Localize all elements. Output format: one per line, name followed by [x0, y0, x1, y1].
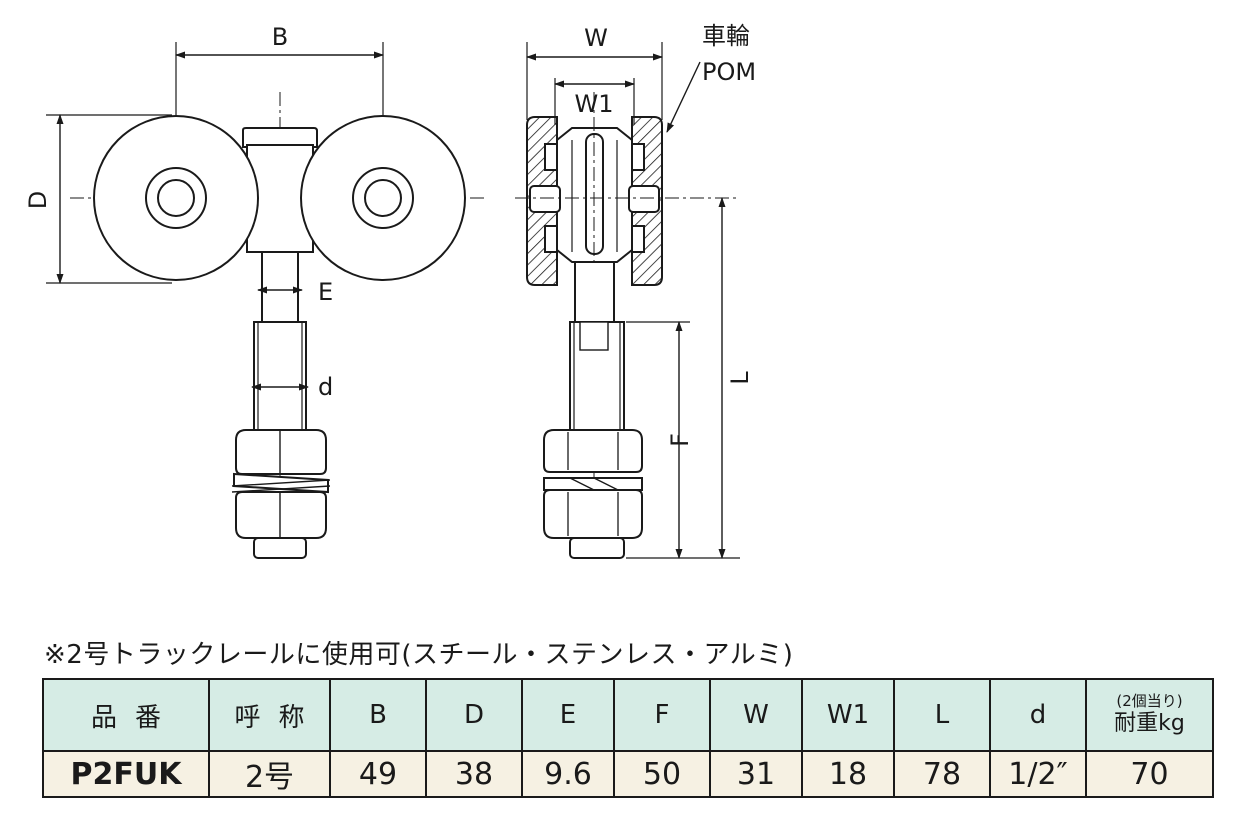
- cell-d: 1/2″: [989, 750, 1087, 798]
- cell-part-no: P2FUK: [42, 750, 210, 798]
- header-load-label: 耐重kg: [1114, 711, 1185, 736]
- cell-D: 38: [425, 750, 523, 798]
- cell-nominal: 2号: [208, 750, 331, 798]
- compatibility-note: ※2号トラックレールに使用可(スチール・ステンレス・アルミ): [44, 640, 794, 670]
- header-part-no: 品番: [42, 678, 210, 752]
- dim-label-W: W: [584, 24, 608, 52]
- header-W: W: [709, 678, 803, 752]
- header-W1: W1: [801, 678, 895, 752]
- cell-F: 50: [613, 750, 711, 798]
- technical-drawing: B D E d W W1 車輪 POM L F: [24, 22, 756, 560]
- dim-label-F: F: [666, 433, 694, 447]
- wheel-label-line1: 車輪: [702, 22, 750, 50]
- dim-label-E: E: [318, 278, 333, 306]
- header-B: B: [329, 678, 427, 752]
- dim-label-W1: W1: [575, 90, 614, 118]
- cell-L: 78: [893, 750, 991, 798]
- dim-label-L: L: [726, 371, 754, 385]
- dim-label-d: d: [318, 373, 333, 401]
- spec-table: 品番 呼称 B D E F W W1 L d (2個当り) 耐重kg P2FUK…: [42, 678, 1214, 798]
- header-E: E: [521, 678, 615, 752]
- header-load: (2個当り) 耐重kg: [1085, 678, 1214, 752]
- cell-W1: 18: [801, 750, 895, 798]
- cell-E: 9.6: [521, 750, 615, 798]
- cell-load: 70: [1085, 750, 1214, 798]
- dim-label-D: D: [24, 191, 52, 209]
- header-d: d: [989, 678, 1087, 752]
- header-load-note: (2個当り): [1116, 692, 1183, 710]
- table-header-row: 品番 呼称 B D E F W W1 L d (2個当り) 耐重kg: [42, 678, 1214, 752]
- table-row: P2FUK 2号 49 38 9.6 50 31 18 78 1/2″ 70: [42, 750, 1214, 798]
- cell-W: 31: [709, 750, 803, 798]
- header-D: D: [425, 678, 523, 752]
- header-L: L: [893, 678, 991, 752]
- side-view: [515, 42, 740, 560]
- dim-label-B: B: [272, 23, 288, 51]
- front-view: [46, 42, 488, 560]
- header-F: F: [613, 678, 711, 752]
- cell-B: 49: [329, 750, 427, 798]
- wheel-label-line2: POM: [702, 58, 756, 86]
- header-nominal: 呼称: [208, 678, 331, 752]
